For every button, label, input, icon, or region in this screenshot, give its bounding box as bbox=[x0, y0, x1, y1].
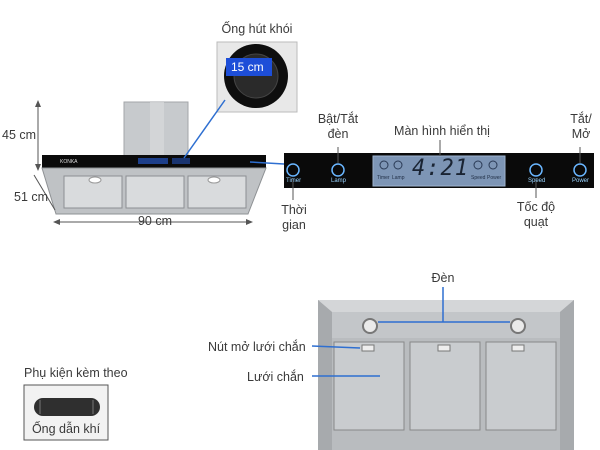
lamp-toggle-label: Bật/Tắt đèn bbox=[317, 112, 359, 141]
latch-label: Nút mở lưới chắn bbox=[208, 340, 306, 354]
bottom-diagram bbox=[23, 287, 574, 450]
top-lamp bbox=[88, 176, 102, 184]
top-lamp bbox=[207, 176, 221, 184]
filter-label: Lưới chắn bbox=[247, 370, 304, 384]
panel-timer-text: Timer bbox=[286, 178, 302, 184]
top-filter bbox=[125, 175, 185, 209]
width-label: 90 cm bbox=[137, 214, 173, 228]
display-mini-speed: Speed bbox=[471, 175, 486, 181]
accessory-name: Ống dẫn khí bbox=[31, 422, 101, 436]
top-diagram bbox=[33, 41, 594, 225]
panel-pointer bbox=[249, 161, 285, 165]
lamp-button-icon[interactable] bbox=[331, 163, 345, 177]
filter-panel bbox=[485, 341, 557, 431]
display-mini-lamp: Lamp bbox=[392, 175, 405, 181]
duct-tube-icon bbox=[34, 398, 100, 416]
filter-panel bbox=[333, 341, 405, 431]
display-clock: 4:21 bbox=[412, 156, 469, 181]
timer-button-icon[interactable] bbox=[286, 163, 300, 177]
latch-icon bbox=[437, 344, 451, 352]
display-mini-timer: Timer bbox=[377, 175, 390, 181]
panel-lamp-text: Lamp bbox=[331, 178, 347, 184]
lamp-icon bbox=[362, 318, 378, 334]
brand-label: KONKA bbox=[60, 159, 78, 165]
latch-icon bbox=[511, 344, 525, 352]
display-label: Màn hình hiển thị bbox=[394, 124, 490, 138]
speed-label: Tốc độ quạt bbox=[516, 200, 556, 229]
power-label: Tắt/ Mở bbox=[570, 112, 592, 141]
panel-speed-text: Speed bbox=[528, 178, 546, 184]
panel-power-text: Power bbox=[572, 178, 590, 184]
power-button-icon[interactable] bbox=[573, 163, 587, 177]
duct-pointer bbox=[183, 99, 226, 159]
bottom-lamp-label: Đèn bbox=[431, 271, 455, 285]
timer-label: Thời gian bbox=[281, 203, 307, 232]
depth-label: 51 cm bbox=[14, 190, 49, 204]
speed-button-icon[interactable] bbox=[529, 163, 543, 177]
control-display bbox=[372, 155, 506, 187]
filter-panel bbox=[409, 341, 481, 431]
lamp-icon bbox=[510, 318, 526, 334]
accessory-title: Phụ kiện kèm theo bbox=[24, 366, 128, 380]
duct-size: 15 cm bbox=[231, 60, 264, 74]
latch-icon bbox=[361, 344, 375, 352]
height-label: 45 cm bbox=[2, 128, 37, 142]
display-mini-power: Power bbox=[487, 175, 502, 181]
duct-label: Ống hút khói bbox=[221, 22, 293, 36]
